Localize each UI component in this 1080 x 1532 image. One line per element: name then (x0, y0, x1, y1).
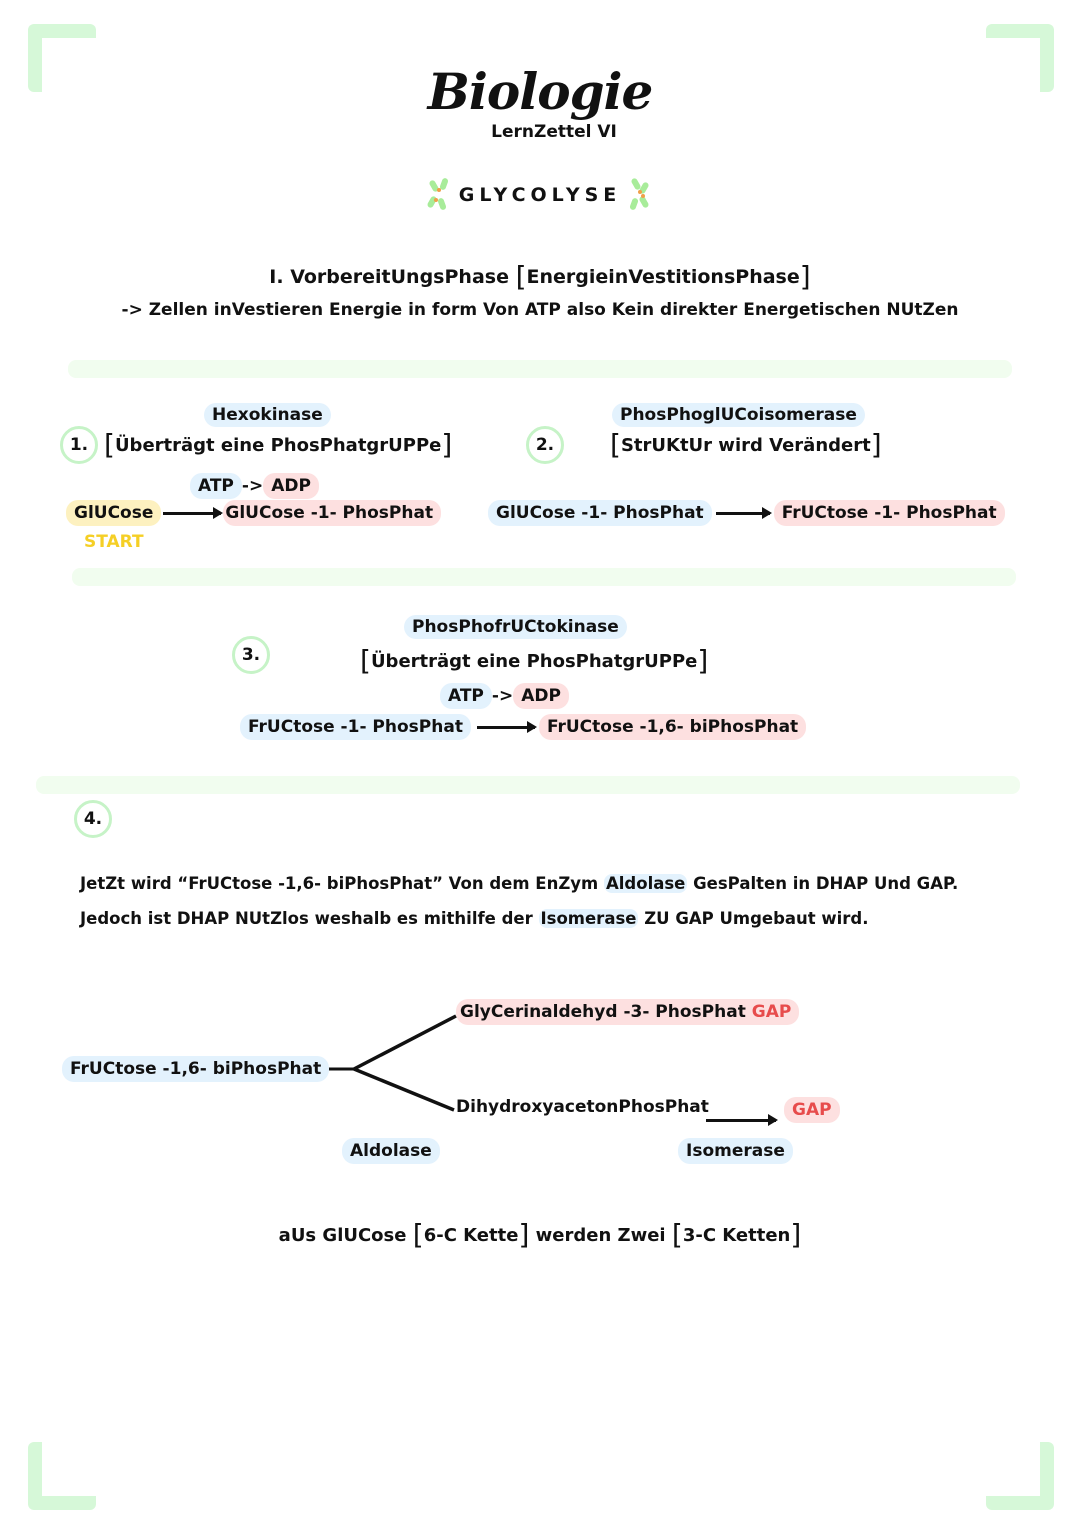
source-compound: FrUCtose -1,6- biPhosPhat (62, 1056, 330, 1082)
section-divider (68, 360, 1012, 378)
arrow-right-icon (476, 720, 537, 733)
cofactor-in: ATP (190, 473, 242, 499)
step-action: [StrUKtUr wird Verändert] (610, 428, 882, 461)
step-number-badge: 4. (74, 800, 112, 838)
cofactor-conversion: ATP->ADP (440, 683, 569, 709)
gap-tag: GAP (751, 1002, 792, 1022)
enzyme-label: PhosPhofrUCtokinase (404, 615, 627, 639)
substrate-label: GlUCose (66, 500, 162, 526)
section-divider (72, 568, 1016, 586)
corner-bracket-top-right (986, 24, 1054, 92)
cofactor-out: ADP (513, 683, 569, 709)
start-label: START (84, 532, 144, 552)
enzyme-highlight: Isomerase (538, 909, 639, 928)
page-title: Biologie (427, 62, 654, 121)
step-action: [Überträgt eine PhosPhatgrUPPe] (360, 644, 709, 677)
split-lines-diagram (328, 1014, 457, 1112)
phase-title-text: I. VorbereitUngsPhase (269, 266, 509, 288)
substrate-label: GlUCose -1- PhosPhat (488, 500, 712, 526)
step-4-paragraph: JetZt wird “FrUCtose -1,6- biPhosPhat” V… (80, 866, 958, 936)
step-number-badge: 1. (60, 426, 98, 464)
reaction-row: GlUCose GlUCose -1- PhosPhat (66, 500, 442, 526)
enzyme-isomerase-label: Isomerase (678, 1138, 793, 1164)
corner-bracket-bottom-right (986, 1442, 1054, 1510)
leaf-sprig-icon (629, 177, 651, 212)
step-action: [Überträgt eine PhosPhatgrUPPe] (104, 428, 453, 461)
step-number-badge: 3. (232, 636, 270, 674)
step-number-badge: 2. (526, 426, 564, 464)
phase-description: -> Zellen inVestieren Energie in form Vo… (121, 300, 959, 320)
section-heading: GLYCOLYSE (0, 177, 1080, 212)
substrate-label: FrUCtose -1- PhosPhat (240, 714, 471, 740)
arrow-right-icon (706, 1114, 778, 1126)
enzyme-label: PhosPhoglUCoisomerase (612, 403, 865, 427)
product-label: FrUCtose -1- PhosPhat (773, 500, 1005, 526)
arrow-right-icon (715, 506, 772, 519)
corner-bracket-bottom-left (28, 1442, 96, 1510)
cofactor-conversion: ATP->ADP (190, 473, 319, 499)
reaction-row: FrUCtose -1- PhosPhat FrUCtose -1,6- biP… (240, 714, 807, 740)
cofactor-in: ATP (440, 683, 492, 709)
reaction-row: GlUCose -1- PhosPhat FrUCtose -1- PhosPh… (488, 500, 1005, 526)
product-label: FrUCtose -1,6- biPhosPhat (538, 714, 807, 740)
upper-product: GlyCerinaldehyd -3- PhosPhat GAP (456, 999, 800, 1025)
phase-title-bracket-text: EnergieinVestitionsPhase (526, 266, 800, 288)
cofactor-out: ADP (263, 473, 319, 499)
product-label: GlUCose -1- PhosPhat (223, 500, 442, 526)
lower-result-gap: GAP (784, 1097, 840, 1123)
paragraph-line-2: Jedoch ist DHAP NUtZlos weshalb es mithi… (80, 909, 869, 928)
arrow-right-icon (163, 506, 224, 519)
enzyme-label: Hexokinase (204, 403, 331, 427)
page-subtitle: LernZettel VI (491, 122, 617, 142)
section-divider (36, 776, 1020, 794)
corner-bracket-top-left (28, 24, 96, 92)
lower-product: DihydroxyacetonPhosPhat (456, 1097, 709, 1117)
section-heading-text: GLYCOLYSE (458, 184, 622, 206)
phase-heading: I. VorbereitUngsPhase [EnergieinVestitio… (269, 260, 811, 293)
paragraph-line-1: JetZt wird “FrUCtose -1,6- biPhosPhat” V… (80, 874, 959, 893)
summary-line: aUs GlUCose [6-C Kette] werden Zwei [3-C… (278, 1218, 802, 1251)
enzyme-highlight: Aldolase (604, 874, 688, 893)
leaf-sprig-icon (426, 177, 451, 212)
enzyme-aldolase-label: Aldolase (342, 1138, 440, 1164)
